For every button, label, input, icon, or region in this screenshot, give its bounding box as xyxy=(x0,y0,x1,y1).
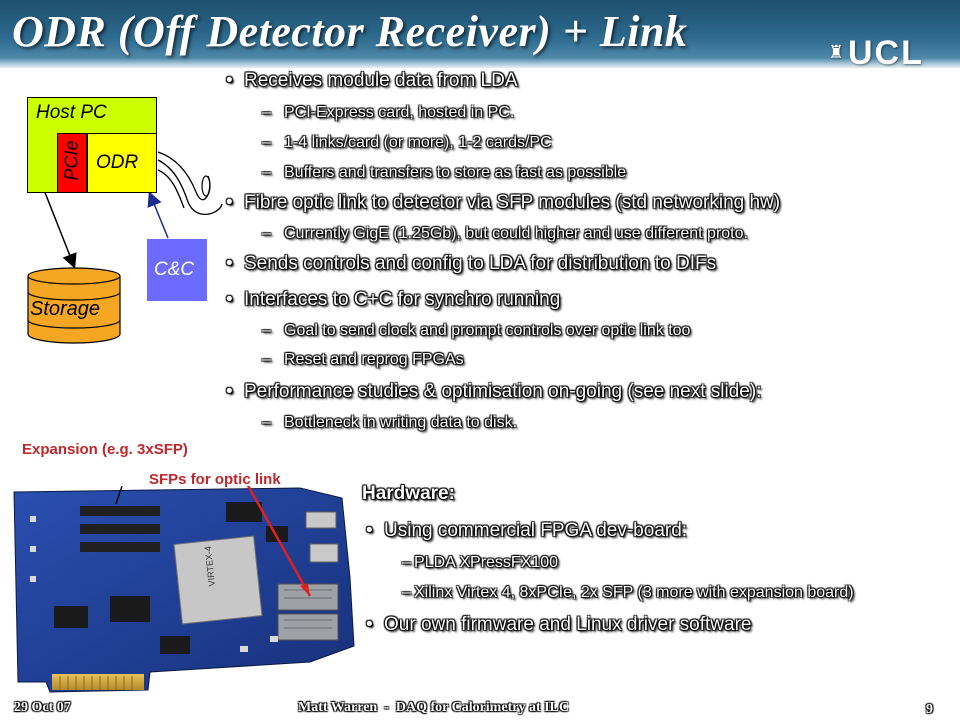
bullet-l1: Fibre optic link to detector via SFP mod… xyxy=(222,191,958,215)
bullet-l2: Goal to send clock and prompt controls o… xyxy=(222,321,958,341)
bullet-l2: Currently GigE (1.25Gb), but could highe… xyxy=(222,224,958,244)
bullet-l2: Buffers and transfers to store as fast a… xyxy=(222,163,958,183)
sfps-label: SFPs for optic link xyxy=(149,471,281,488)
svg-text:VIRTEX-4: VIRTEX-4 xyxy=(203,546,217,587)
slide-title: ODR (Off Detector Receiver) + Link xyxy=(12,7,688,56)
hardware-section: Hardware: Using commercial FPGA dev-boar… xyxy=(362,482,952,637)
fpga-board-photo: VIRTEX-4 xyxy=(13,486,355,693)
storage-cylinder xyxy=(27,267,121,344)
ucl-logo: ♜ UCL xyxy=(828,34,946,74)
hardware-heading: Hardware: xyxy=(362,483,455,504)
main-bullet-list: Receives module data from LDA PCI-Expres… xyxy=(222,68,958,433)
bullet-l2: Reset and reprog FPGAs xyxy=(222,350,958,370)
hardware-bullet-l1: Using commercial FPGA dev-board: xyxy=(362,519,952,543)
host-pc-label: Host PC xyxy=(36,102,107,123)
bullet-l1: Interfaces to C+C for synchro running xyxy=(222,288,958,312)
hardware-bullet-l2: Xilinx Virtex 4, 8xPCIe, 2x SFP (3 more … xyxy=(362,583,946,603)
pcie-label: PCIe xyxy=(61,140,82,181)
bullet-l1: Sends controls and config to LDA for dis… xyxy=(222,252,958,276)
ucl-crest-icon: ♜ xyxy=(828,42,847,62)
hardware-bullet-l2: PLDA XPressFX100 xyxy=(362,553,952,573)
cc-label: C&C xyxy=(154,259,195,280)
expansion-label: Expansion (e.g. 3xSFP) xyxy=(22,441,188,458)
cc-to-odr-arrow xyxy=(147,191,169,239)
cc-box xyxy=(147,239,207,301)
fibre-connector xyxy=(201,175,211,197)
fibre-cable-2 xyxy=(157,159,223,215)
bullet-l1: Receives module data from LDA xyxy=(222,69,958,93)
bullet-l2: Bottleneck in writing data to disk. xyxy=(222,413,958,433)
footer-title: Matt Warren - DAQ for Calorimetry at ILC xyxy=(298,700,569,715)
bullet-l1: Performance studies & optimisation on-go… xyxy=(222,380,958,404)
footer-page-number: 9 xyxy=(926,702,933,717)
bullet-l2: 1-4 links/card (or more), 1-2 cards/PC xyxy=(222,133,958,153)
hardware-bullet-l1: Our own firmware and Linux driver softwa… xyxy=(362,613,952,637)
odr-label: ODR xyxy=(96,152,139,173)
fibre-cable-3 xyxy=(157,169,185,209)
ucl-logo-text: UCL xyxy=(848,34,924,72)
odr-box xyxy=(87,133,157,193)
title-banner xyxy=(0,0,960,68)
storage-label: Storage xyxy=(30,298,101,320)
pc-to-storage-arrow xyxy=(43,189,77,269)
diagram-arrows xyxy=(43,151,223,269)
pcie-box xyxy=(57,133,87,193)
bullet-l2: PCI-Express card, hosted in PC. xyxy=(222,103,958,123)
footer-date: 29 Oct 07 xyxy=(14,700,71,715)
